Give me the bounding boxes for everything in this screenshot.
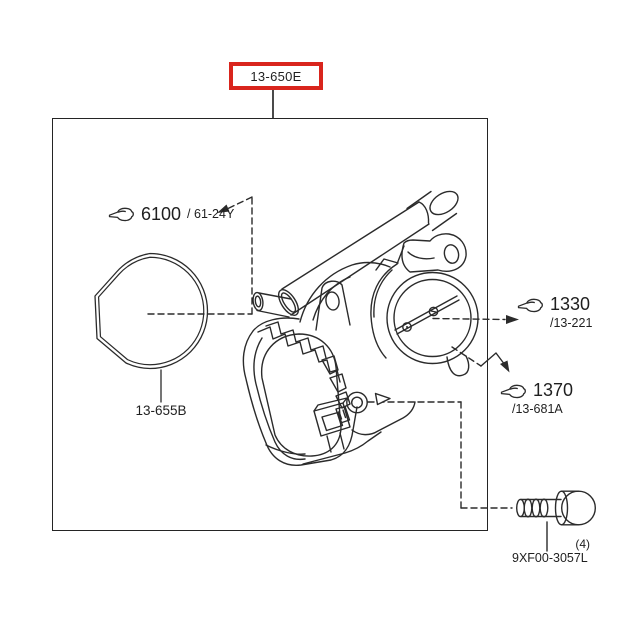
callout-engine-ref[interactable]: 6100 / 61-24Y	[108, 205, 234, 223]
callout-section: / 61-24Y	[187, 206, 235, 221]
diagram-frame	[52, 118, 488, 531]
callout-bolt[interactable]: (4) 9XF00-3057L	[512, 537, 598, 566]
leader-lines	[147, 196, 513, 509]
callout-code: 6100	[141, 204, 182, 224]
pointing-hand-icon	[108, 207, 134, 221]
bolt-drawing	[516, 490, 597, 552]
view-direction-marker	[374, 392, 391, 406]
callout-1370[interactable]: 1370 /13-681A	[500, 381, 573, 416]
callout-code: 13-655B	[135, 403, 187, 418]
pointing-hand-icon	[500, 384, 526, 399]
selected-part-callout[interactable]: 13-650E	[229, 62, 323, 90]
bolt-quantity: (4)	[575, 537, 590, 551]
callout-1330[interactable]: 1330 /13-221	[517, 295, 592, 330]
zigzag-leader	[480, 352, 506, 367]
gasket-drawing	[94, 252, 209, 403]
callout-code: 1330	[550, 294, 591, 314]
pointing-hand-icon	[517, 298, 543, 313]
callout-section: /13-221	[550, 316, 593, 330]
throttle-body-drawing	[242, 190, 479, 466]
callout-arrows	[217, 204, 519, 373]
selected-part-code: 13-650E	[250, 68, 302, 84]
callout-code: 1370	[533, 380, 574, 400]
callout-gasket[interactable]: 13-655B	[119, 403, 203, 418]
callout-code: 9XF00-3057L	[512, 551, 588, 566]
callout-section: /13-681A	[512, 402, 563, 416]
